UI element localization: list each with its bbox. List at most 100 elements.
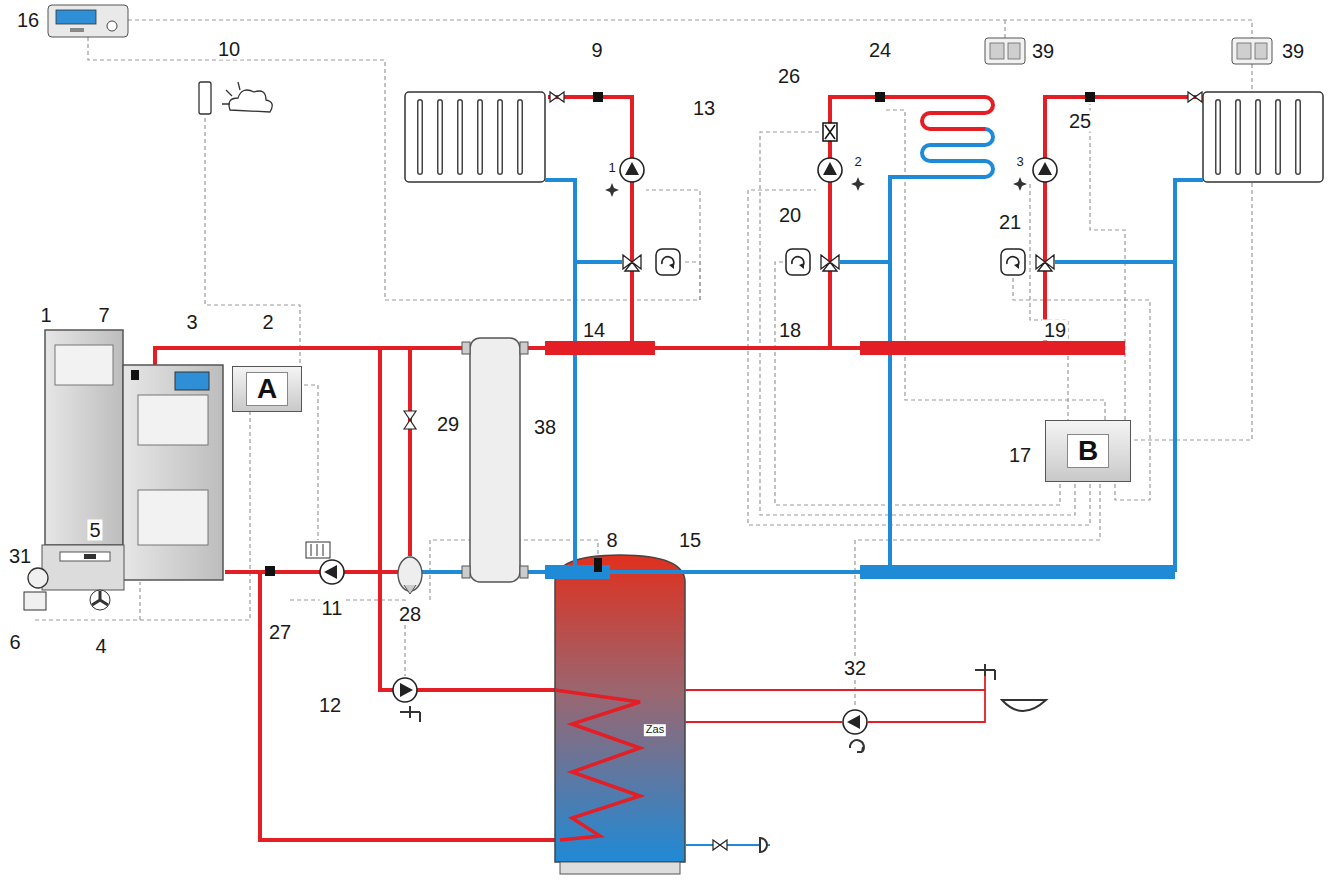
supply-pipe — [155, 348, 470, 365]
pump — [843, 710, 867, 734]
weather-sensor — [222, 82, 240, 104]
heater-icon — [306, 542, 330, 558]
boiler — [60, 552, 110, 561]
control-wire — [1013, 276, 1150, 500]
hydraulic-separator — [462, 342, 470, 354]
hydraulic-separator — [462, 338, 528, 582]
heater-icon — [311, 544, 323, 556]
valve-motor — [786, 249, 810, 275]
boiler — [84, 554, 96, 559]
tap — [975, 664, 995, 680]
boiler — [55, 345, 113, 385]
callout-number: 18 — [777, 320, 803, 341]
control-wire — [139, 582, 140, 620]
room-panel — [990, 43, 1004, 59]
pump — [393, 678, 417, 702]
room-panel — [1255, 43, 1267, 59]
temperature-sensor — [265, 566, 275, 576]
room-panel — [985, 38, 1025, 64]
callout-number: 19 — [1042, 320, 1068, 341]
mixer-sign — [605, 183, 619, 197]
control-wire — [1004, 20, 1005, 38]
supply-pipe — [260, 572, 560, 840]
hydraulic-separator — [470, 338, 520, 582]
shutoff-valve — [713, 840, 727, 850]
flow-sensor — [823, 123, 837, 141]
valve-motor — [656, 249, 680, 275]
callout-number: 39 — [1280, 41, 1306, 62]
control-wire — [748, 190, 1090, 525]
callout-number: 20 — [777, 205, 803, 226]
radiator — [420, 102, 520, 172]
room-panel — [985, 38, 1272, 64]
radiator — [1218, 102, 1298, 172]
room-panel — [1232, 38, 1272, 64]
boiler — [90, 590, 110, 610]
control-wire — [205, 118, 300, 365]
callout-number: 7 — [96, 305, 111, 326]
callout-number: 27 — [267, 622, 293, 643]
valve-motor — [1001, 249, 1025, 275]
boiler — [92, 591, 108, 605]
return-pipe — [840, 260, 890, 264]
callout-number: 1 — [38, 305, 53, 326]
hydraulic-separator — [520, 566, 528, 578]
dirt-separator — [404, 585, 416, 594]
hot-water-line — [868, 690, 985, 722]
heater-icon — [306, 542, 330, 558]
boiler — [24, 330, 223, 610]
boiler — [123, 365, 223, 580]
radiator — [1203, 92, 1323, 182]
header-section — [860, 565, 1175, 579]
dirt-separator — [398, 557, 422, 594]
tank — [560, 862, 680, 874]
tap — [760, 838, 767, 852]
tap — [1002, 700, 1046, 711]
return-pipe — [575, 260, 622, 264]
supply-pipe — [830, 97, 993, 348]
radiator — [405, 92, 545, 182]
hot-water-line — [685, 676, 985, 690]
callout-number: 16 — [15, 10, 41, 31]
callout-number: 9 — [589, 40, 604, 61]
mixing-valve — [821, 255, 839, 271]
valve-number: 2 — [852, 155, 863, 169]
module-letter: A — [246, 372, 288, 406]
tank — [555, 555, 685, 874]
shutoff-valve — [404, 411, 416, 429]
supply-pipe — [380, 348, 555, 690]
control-wire — [646, 190, 700, 300]
controller-panel — [48, 5, 128, 37]
control-wire — [775, 262, 1060, 505]
hydraulic-separator — [520, 342, 528, 354]
room-panel — [1237, 43, 1251, 59]
return-pipe — [422, 129, 1203, 572]
callout-number: 32 — [842, 658, 868, 679]
pump — [620, 158, 644, 182]
control-wire — [886, 110, 1105, 420]
room-panel — [1008, 43, 1020, 59]
control-wire — [88, 37, 700, 300]
tap — [850, 740, 864, 752]
control-wire — [304, 385, 318, 540]
valve-number: 1 — [606, 161, 617, 175]
callout-number: 15 — [677, 530, 703, 551]
valve-number: 3 — [1014, 155, 1025, 169]
return-pipe — [1175, 180, 1203, 572]
callout-number: 25 — [1067, 111, 1093, 132]
temperature-sensor — [1085, 92, 1095, 102]
mixer-sign — [851, 177, 865, 191]
mixing-valve — [1036, 255, 1054, 271]
callout-number: 4 — [93, 636, 108, 657]
supply-pipe — [408, 348, 412, 556]
tap — [400, 706, 420, 722]
control-wire — [128, 20, 1252, 38]
weather-sensor — [199, 82, 211, 114]
controller-panel — [70, 28, 84, 32]
callout-number: 14 — [581, 320, 607, 341]
callout-number: 3 — [184, 312, 199, 333]
callout-number: 10 — [216, 39, 242, 60]
boiler — [138, 490, 208, 545]
shutoff-valve — [550, 92, 564, 102]
tank-coil — [555, 690, 640, 840]
